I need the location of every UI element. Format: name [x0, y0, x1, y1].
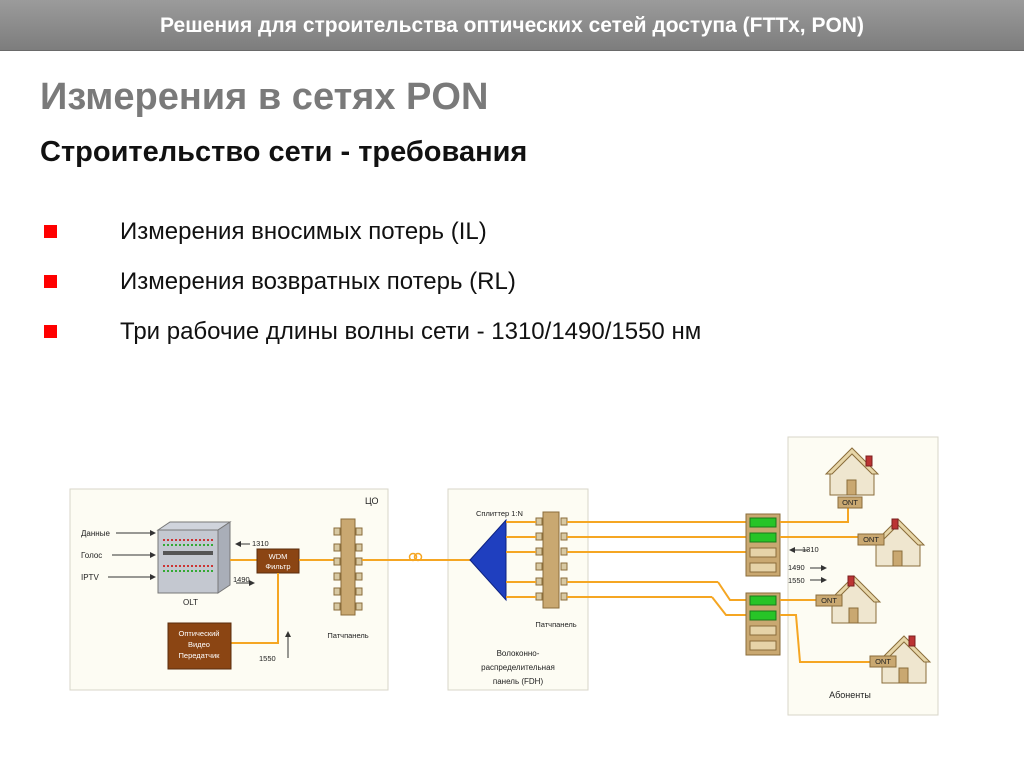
wl-1310-co: 1310 — [252, 539, 269, 548]
splitter-triangle-icon — [469, 518, 507, 602]
fdh-patch-panel-label: Патчпанель — [535, 620, 576, 629]
ont-label: ONT — [863, 535, 879, 544]
video-tx-label-3: Передатчик — [179, 651, 221, 660]
splitter-label: Сплиттер 1:N — [476, 509, 523, 518]
house-icon — [824, 447, 880, 496]
olt-label: OLT — [183, 598, 198, 607]
video-tx-label-1: Оптический — [178, 629, 219, 638]
ont-label: ONT — [842, 498, 858, 507]
co-label: ЦО — [365, 496, 378, 506]
input-iptv-label: IPTV — [81, 573, 99, 582]
subscribers-label: Абоненты — [829, 690, 871, 700]
co-patch-panel-icon — [333, 518, 363, 616]
bullet-text: Измерения возвратных потерь (RL) — [120, 268, 516, 295]
ont-box — [837, 496, 863, 509]
wdm-label-1: WDM — [269, 552, 288, 561]
wdm-filter-box — [256, 548, 300, 574]
ont-label: ONT — [821, 596, 837, 605]
ont-box — [815, 594, 843, 607]
bullet-square-icon — [44, 325, 57, 338]
header-bar: Решения для строительства оптических сет… — [0, 0, 1024, 51]
fdh-label-3: панель (FDH) — [493, 677, 544, 686]
input-data-label: Данные — [81, 529, 110, 538]
input-voice-label: Голос — [81, 551, 102, 560]
bullet-text: Измерения вносимых потерь (IL) — [120, 218, 487, 245]
ont-label: ONT — [875, 657, 891, 666]
fiber-coil-icon — [408, 552, 423, 562]
terminal-box-upper-icon — [745, 513, 781, 577]
wl-1310-sub: 1310 — [802, 545, 819, 554]
bullet-square-icon — [44, 225, 57, 238]
bullet-square-icon — [44, 275, 57, 288]
video-tx-label-2: Видео — [188, 640, 210, 649]
olt-rack-icon — [156, 521, 232, 594]
terminal-box-lower-icon — [745, 592, 781, 656]
wdm-label-2: Фильтр — [265, 562, 290, 571]
fdh-label-1: Волоконно- — [497, 649, 540, 658]
wl-1550-sub: 1550 — [788, 576, 805, 585]
page-subtitle: Строительство сети - требования — [40, 136, 528, 168]
page-title: Измерения в сетях PON — [40, 76, 489, 118]
ont-box — [857, 533, 885, 546]
house-icon — [826, 575, 882, 624]
ont-box — [869, 655, 897, 668]
wl-1490-co: 1490 — [233, 575, 250, 584]
wl-1550-co: 1550 — [259, 654, 276, 663]
co-patch-panel-label: Патчпанель — [327, 631, 368, 640]
wl-1490-sub: 1490 — [788, 563, 805, 572]
header-title: Решения для строительства оптических сет… — [160, 14, 864, 37]
video-transmitter-box — [167, 622, 232, 670]
fdh-label-2: распределительная — [481, 663, 555, 672]
bullet-text: Три рабочие длины волны сети - 1310/1490… — [120, 318, 702, 345]
